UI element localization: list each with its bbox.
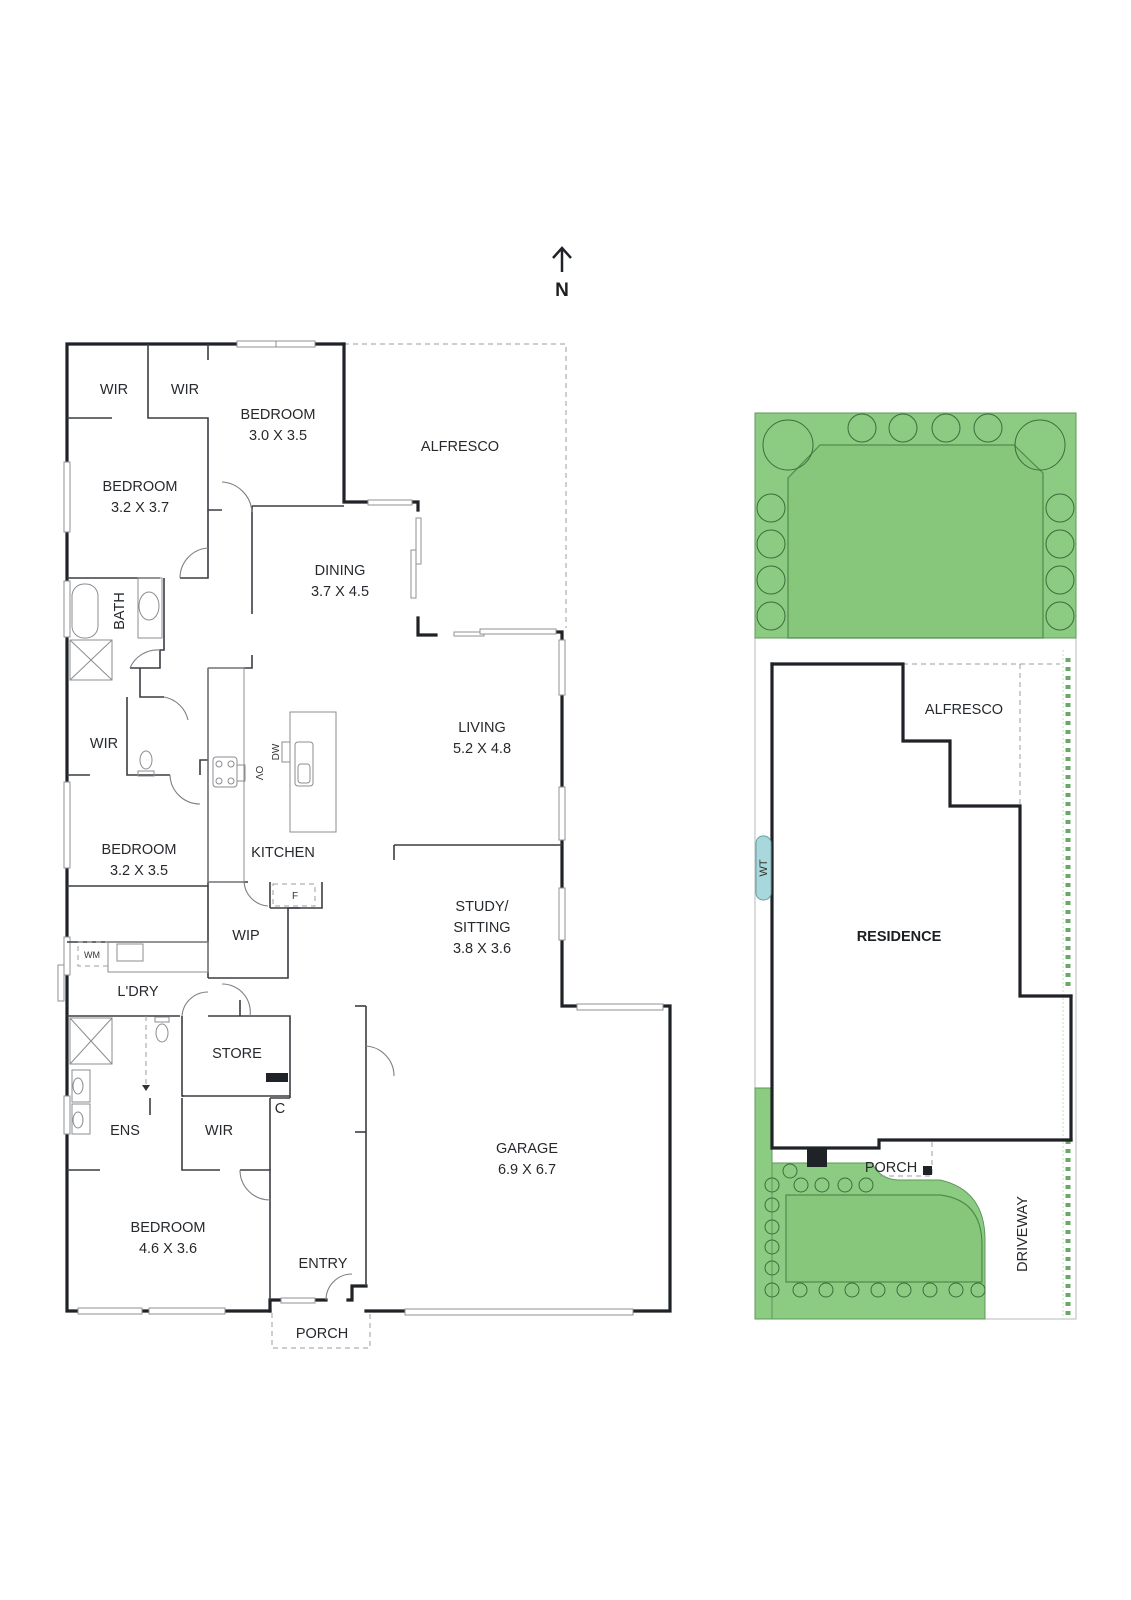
floor-plan-labels: WIR WIR BEDROOM 3.0 X 3.5 ALFRESCO BEDRO… — [84, 382, 558, 1342]
oven-label: OV — [253, 766, 264, 781]
room-wip: WIP — [232, 928, 259, 944]
room-study: STUDY/ — [455, 899, 509, 915]
room-bedroom-2: BEDROOM — [241, 407, 316, 423]
site-driveway-label: DRIVEWAY — [1015, 1196, 1031, 1272]
room-bedroom-1-dims: 4.6 X 3.6 — [139, 1241, 197, 1257]
north-arrow-icon — [552, 246, 572, 272]
site-water-tank-label: WT — [758, 859, 770, 876]
water-tank-icon — [755, 835, 772, 901]
room-bedroom-4-dims: 3.2 X 3.5 — [110, 863, 168, 879]
fridge-label: F — [292, 891, 298, 902]
room-dining: DINING — [315, 563, 366, 579]
site-plan-labels: ALFRESCO RESIDENCE PORCH DRIVEWAY WT — [758, 702, 1031, 1272]
room-bedroom-4: BEDROOM — [102, 842, 177, 858]
room-laundry: L'DRY — [117, 984, 159, 1000]
washing-machine-label: WM — [84, 950, 100, 960]
room-bedroom-1: BEDROOM — [131, 1220, 206, 1236]
room-wir-2: WIR — [171, 382, 199, 398]
room-kitchen: KITCHEN — [251, 845, 315, 861]
room-wir-1: WIR — [100, 382, 128, 398]
room-living: LIVING — [458, 720, 506, 736]
room-garage: GARAGE — [496, 1141, 558, 1157]
trees — [756, 413, 1075, 1298]
room-alfresco: ALFRESCO — [421, 439, 499, 455]
room-study-line2: SITTING — [453, 920, 510, 936]
room-store: STORE — [212, 1046, 262, 1062]
room-bedroom-2-dims: 3.0 X 3.5 — [249, 428, 307, 444]
dishwasher-label: DW — [271, 743, 282, 760]
site-porch-label: PORCH — [865, 1160, 917, 1176]
room-bedroom-3-dims: 3.2 X 3.7 — [111, 500, 169, 516]
site-plan — [754, 412, 1077, 1320]
room-cupboard: C — [275, 1101, 285, 1117]
room-dining-dims: 3.7 X 4.5 — [311, 584, 369, 600]
site-alfresco-label: ALFRESCO — [925, 702, 1003, 718]
floor-plan — [57, 340, 672, 1349]
room-entry: ENTRY — [299, 1256, 348, 1272]
site-residence-label: RESIDENCE — [857, 929, 942, 945]
room-wir-3: WIR — [90, 736, 118, 752]
room-ens: ENS — [110, 1123, 140, 1139]
room-bedroom-3: BEDROOM — [103, 479, 178, 495]
room-bath: BATH — [112, 592, 128, 630]
room-wir-4: WIR — [205, 1123, 233, 1139]
room-garage-dims: 6.9 X 6.7 — [498, 1162, 556, 1178]
room-porch: PORCH — [296, 1326, 348, 1342]
room-study-dims: 3.8 X 3.6 — [453, 941, 511, 957]
north-label: N — [555, 280, 569, 301]
hedge-right — [1062, 650, 1071, 1319]
room-living-dims: 5.2 X 4.8 — [453, 741, 511, 757]
